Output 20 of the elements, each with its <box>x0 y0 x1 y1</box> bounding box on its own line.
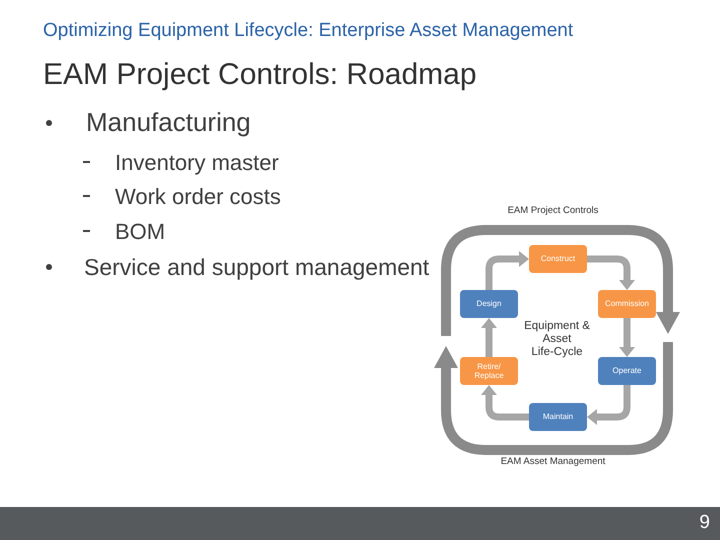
sub-list-item: Work order costs <box>115 184 281 210</box>
process-box: Maintain <box>529 403 587 431</box>
arrow <box>481 318 497 357</box>
process-box: Design <box>460 290 518 318</box>
arrow <box>481 385 529 420</box>
cycle-label: Equipment & Asset Life-Cycle <box>523 320 591 360</box>
arrow <box>619 318 635 357</box>
sub-list-item: Inventory master <box>115 150 279 176</box>
process-box: Construct <box>529 245 587 273</box>
page-number: 9 <box>698 512 710 534</box>
list-item: Manufacturing <box>86 108 251 138</box>
sub-list-item: BOM <box>115 219 166 244</box>
header-text: Optimizing Equipment Lifecycle: Enterprise Asset Management <box>43 20 574 42</box>
process-box: Commission <box>598 290 656 318</box>
process-box: Retire/ Replace <box>460 357 518 385</box>
process-box: Operate <box>598 357 656 385</box>
diagram-label: EAM Asset Management <box>500 457 606 468</box>
slide-title: EAM Project Controls: Roadmap <box>43 58 477 92</box>
list-item: Service and support management <box>84 254 430 280</box>
diagram-label: EAM Project Controls <box>506 206 600 217</box>
